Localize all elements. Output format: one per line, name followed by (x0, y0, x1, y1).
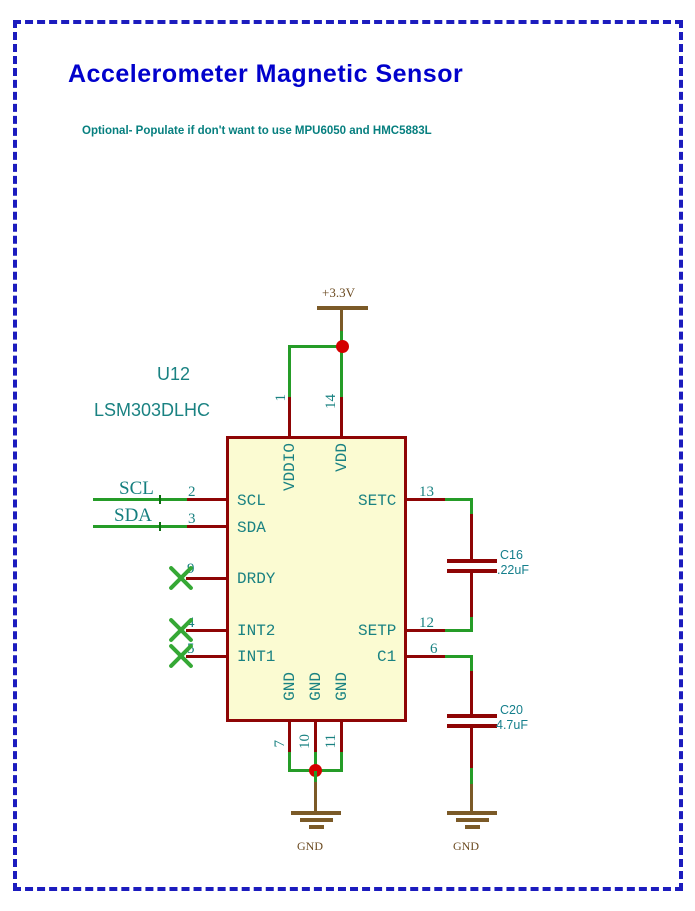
wire-segment (470, 573, 473, 619)
chip-pin-label-int1: INT1 (237, 648, 276, 666)
wire-segment (470, 655, 473, 673)
component-refdes: U12 (157, 364, 191, 384)
pin-stub (404, 655, 445, 658)
wire-segment (445, 629, 473, 632)
power-net-label: +3.3V (322, 285, 355, 300)
chip-pin-label-drdy: DRDY (237, 570, 276, 588)
pin-stub (186, 629, 227, 632)
gnd-symbol-bar (309, 825, 324, 829)
chip-pin-label-setc: SETC (358, 492, 397, 510)
pin-stub (288, 397, 291, 437)
wire-joint-tick (159, 522, 161, 531)
gnd-symbol-bar (456, 818, 489, 822)
chip-pin-label-vddio: VDDIO (281, 443, 299, 492)
pin-stub (340, 719, 343, 753)
gnd-net-label: GND (297, 839, 323, 853)
pin-number-11: 11 (323, 734, 339, 749)
wire-segment (340, 331, 343, 347)
page-title: Accelerometer Magnetic Sensor (68, 60, 464, 88)
pin-number-3: 3 (188, 511, 196, 527)
pin-stub (314, 719, 317, 753)
wire-segment (314, 771, 317, 784)
no-connect-x-icon (167, 616, 195, 644)
page-subtitle: Optional- Populate if don't want to use … (82, 125, 432, 137)
chip-pin-label-scl: SCL (237, 492, 266, 510)
sheet-border (13, 20, 683, 891)
pin-number-6: 6 (430, 641, 438, 657)
wire-segment (288, 345, 343, 348)
capacitor-refdes-c20: C20 (500, 703, 523, 717)
net-label-scl: SCL (119, 478, 154, 499)
wire-segment (340, 345, 343, 398)
chip-pin-label-gnd7: GND (281, 672, 299, 701)
chip-pin-label-setp: SETP (358, 622, 397, 640)
net-label-sda: SDA (114, 505, 153, 526)
chip-pin-label-int2: INT2 (237, 622, 276, 640)
gnd-net-label: GND (453, 839, 479, 853)
gnd-symbol-bar (465, 825, 480, 829)
pin-number-13: 13 (419, 484, 434, 500)
pin-stub (187, 498, 227, 501)
chip-pin-label-gnd10: GND (307, 672, 325, 701)
component-part-number: LSM303DLHC (94, 400, 211, 420)
capacitor-plate (447, 559, 497, 563)
wire-segment (445, 498, 473, 501)
gnd-symbol-stem (470, 784, 473, 813)
pin-stub (340, 397, 343, 437)
pin-stub (404, 498, 445, 501)
wire-segment (93, 525, 187, 528)
wire-segment (93, 498, 187, 501)
pin-stub (404, 629, 445, 632)
wire-segment (314, 752, 317, 772)
capacitor-refdes-c16: C16 (500, 548, 523, 562)
capacitor-plate (447, 724, 497, 728)
pin-number-14: 14 (323, 394, 339, 409)
junction-dot (336, 340, 349, 353)
gnd-symbol-bar (291, 811, 341, 815)
chip-pin-label-sda: SDA (237, 519, 266, 537)
no-connect-x-icon (167, 564, 195, 592)
wire-segment (288, 752, 291, 772)
chip-body (226, 436, 407, 722)
wire-segment (340, 752, 343, 772)
chip-pin-label-gnd11: GND (333, 672, 351, 701)
pin-stub (187, 525, 227, 528)
wire-segment (470, 617, 473, 632)
wire-joint-tick (159, 495, 161, 504)
capacitor-value-c16: .22uF (497, 563, 529, 577)
pin-number-1: 1 (273, 394, 289, 402)
chip-pin-label-vdd: VDD (333, 443, 351, 472)
pin-stub (186, 655, 227, 658)
power-symbol-bar (317, 306, 368, 310)
capacitor-value-c20: 4.7uF (496, 718, 528, 732)
no-connect-x-icon (167, 642, 195, 670)
gnd-symbol-bar (447, 811, 497, 815)
pin-number-2: 2 (188, 484, 196, 500)
pin-number-10: 10 (297, 734, 313, 749)
gnd-symbol-bar (300, 818, 333, 822)
wire-segment (470, 514, 473, 561)
junction-dot (309, 764, 322, 777)
power-symbol-stem (340, 309, 343, 333)
wire-segment (445, 655, 473, 658)
wire-segment (470, 768, 473, 786)
pin-number-7: 7 (272, 740, 288, 748)
gnd-symbol-stem (314, 782, 317, 813)
wire-segment (470, 498, 473, 516)
pin-stub (288, 719, 291, 753)
wire-segment (288, 345, 291, 398)
chip-pin-label-c1: C1 (377, 648, 397, 666)
wire-segment (470, 728, 473, 770)
wire-segment (470, 671, 473, 716)
pin-number-12: 12 (419, 615, 434, 631)
pin-stub (186, 577, 227, 580)
capacitor-plate (447, 569, 497, 573)
capacitor-plate (447, 714, 497, 718)
